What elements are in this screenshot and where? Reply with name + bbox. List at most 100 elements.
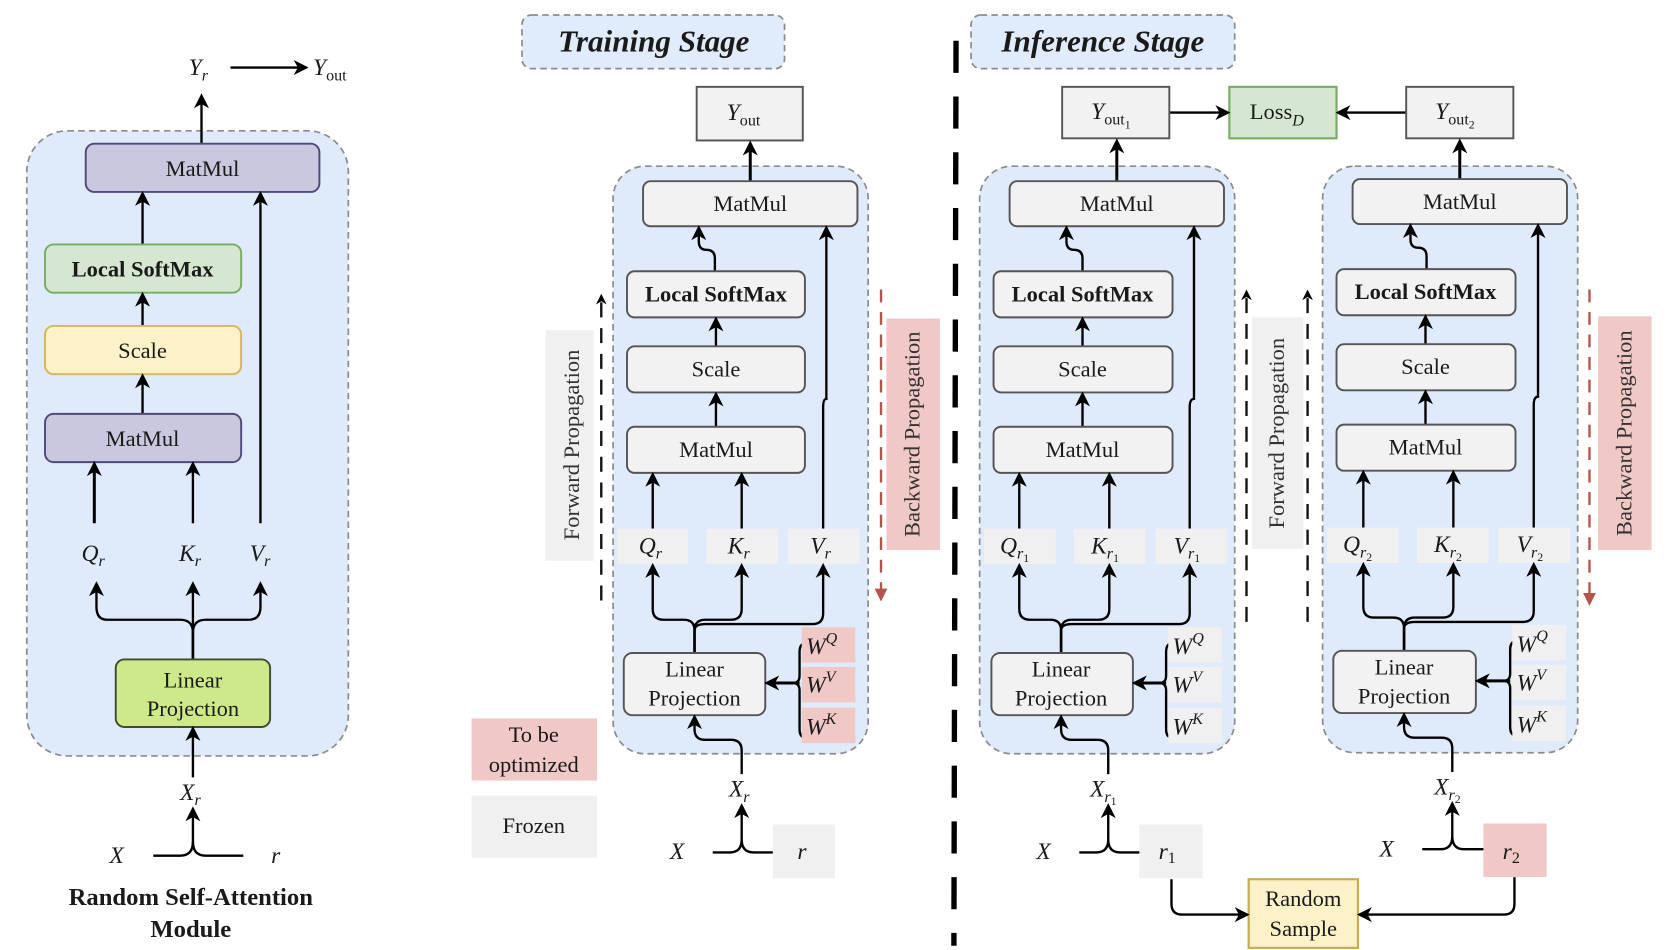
svg-text:Vr1: Vr1 <box>1174 533 1201 565</box>
svg-text:r: r <box>797 839 807 865</box>
svg-text:optimized: optimized <box>489 752 579 777</box>
branch1-wk-chip: WK <box>1168 707 1222 744</box>
svg-text:WV: WV <box>1517 667 1549 697</box>
branch2-x-label: X <box>1378 837 1395 863</box>
svg-text:Qr1: Qr1 <box>1000 533 1029 565</box>
svg-text:Kr1: Kr1 <box>1090 533 1119 565</box>
branch1-matmul-top-node: MatMul <box>1008 180 1225 228</box>
training-x-label: X <box>669 839 686 865</box>
training-stage-title-box <box>521 14 786 70</box>
svg-text:Local SoftMax: Local SoftMax <box>1355 279 1498 304</box>
local-softmax-node: Local SoftMax <box>44 243 243 294</box>
svg-text:Kr: Kr <box>727 533 751 562</box>
training-local-softmax-node: Local SoftMax <box>626 270 806 319</box>
svg-text:MatMul: MatMul <box>1423 189 1497 214</box>
branch1-matmul-bottom-node: MatMul <box>992 425 1174 474</box>
svg-text:Linear: Linear <box>164 667 223 692</box>
svg-text:Frozen: Frozen <box>503 813 565 838</box>
svg-text:LossD: LossD <box>1250 99 1305 129</box>
svg-text:MatMul: MatMul <box>1080 191 1154 216</box>
training-matmul-bottom-node: MatMul <box>626 425 806 474</box>
r-label: r <box>271 843 281 869</box>
svg-text:Projection: Projection <box>1358 683 1450 708</box>
training-fanout-v <box>693 562 831 653</box>
r2-to-sample-arrow <box>1356 877 1516 923</box>
svg-text:Local SoftMax: Local SoftMax <box>1012 281 1155 306</box>
branch2-output-node: Yout2 <box>1405 85 1515 140</box>
branch2-wq-chip: WQ <box>1512 625 1566 661</box>
training-stage: Training Stage Yout MatMul Local SoftMax… <box>471 14 940 879</box>
training-scale-node: Scale <box>626 345 806 394</box>
svg-text:Forward Propagation: Forward Propagation <box>559 350 584 541</box>
branch1-r-chip: r1 <box>1139 824 1203 879</box>
svg-text:Sample: Sample <box>1270 916 1337 941</box>
branch2-matmul-top-node: MatMul <box>1351 178 1568 226</box>
branch1-v-to-matmul <box>1186 225 1202 529</box>
svg-text:MatMul: MatMul <box>679 437 753 462</box>
x-label: X <box>108 843 125 869</box>
svg-text:Vr: Vr <box>810 533 831 562</box>
svg-text:Qr2: Qr2 <box>1343 532 1372 564</box>
yout-label: Yout <box>313 55 347 84</box>
training-xr-to-linear <box>687 714 743 775</box>
branch1-v-chip: Vr1 <box>1155 528 1228 565</box>
training-wq-chip: WQ <box>801 627 856 663</box>
branch1-output-node: Yout1 <box>1061 85 1171 140</box>
svg-text:Yout: Yout <box>727 100 761 129</box>
training-r-chip: r <box>772 824 835 879</box>
svg-text:WK: WK <box>1173 711 1205 741</box>
legend-to-be-optimized: To be optimized <box>471 718 597 781</box>
branch1-local-softmax-node: Local SoftMax <box>992 270 1174 319</box>
svg-text:MatMul: MatMul <box>106 426 180 451</box>
svg-text:Local SoftMax: Local SoftMax <box>645 281 788 306</box>
branch2-matmul-bottom-node: MatMul <box>1335 423 1517 472</box>
branch2-softmax-to-matmul <box>1402 223 1428 270</box>
branch2-q-chip: Qr2 <box>1326 527 1399 564</box>
inference-stage-title: Inference Stage <box>1000 23 1204 58</box>
loss-node: LossD <box>1228 85 1338 140</box>
svg-text:MatMul: MatMul <box>1389 435 1463 460</box>
svg-text:Random: Random <box>1265 886 1342 911</box>
training-stage-title: Training Stage <box>558 23 750 58</box>
svg-text:Scale: Scale <box>1401 354 1450 379</box>
training-matmul-top-node: MatMul <box>642 180 859 228</box>
branch1-xr-label: Xr1 <box>1089 777 1117 809</box>
training-backward-propagation: Backward Propagation <box>874 289 940 602</box>
svg-text:MatMul: MatMul <box>1046 437 1120 462</box>
k-label: Kr <box>178 541 202 570</box>
svg-text:Projection: Projection <box>648 686 740 711</box>
random-self-attention-module: Yr Yout MatMul Local SoftMax Scale MatMu… <box>25 55 350 943</box>
training-xr-label: Xr <box>728 777 750 806</box>
training-softmax-to-matmul-arrow <box>691 225 717 272</box>
svg-text:MatMul: MatMul <box>713 191 787 216</box>
svg-text:WQ: WQ <box>806 630 838 660</box>
inference-branch-2: Yout2 MatMul Local SoftMax Scale <box>1321 85 1579 878</box>
svg-text:Yout2: Yout2 <box>1435 99 1475 132</box>
branch1-x-r-merge <box>1079 839 1141 854</box>
legend-frozen: Frozen <box>471 795 597 858</box>
inference-branch-1: Yout1 MatMul Local SoftMax Scale <box>978 85 1236 879</box>
branch2-v-chip: Vr2 <box>1498 527 1571 564</box>
matmul-bottom-node: MatMul <box>44 412 243 464</box>
branch2-linear-projection-node: Linear Projection <box>1332 649 1477 715</box>
training-forward-propagation: Forward Propagation <box>545 293 607 601</box>
branch2-fanout-v <box>1402 561 1542 651</box>
random-sample-node: Random Sample <box>1247 878 1360 949</box>
branch1-q-chip: Qr1 <box>983 528 1056 565</box>
branch2-v-to-matmul <box>1530 223 1546 529</box>
training-k-chip: Kr <box>706 528 779 564</box>
branch2-scale-node: Scale <box>1335 343 1517 392</box>
svg-text:WV: WV <box>1173 669 1205 699</box>
svg-text:Linear: Linear <box>1032 657 1091 682</box>
scale-node: Scale <box>44 324 243 376</box>
xr-label: Xr <box>179 780 201 809</box>
svg-text:Scale: Scale <box>692 356 741 381</box>
branch1-scale-node: Scale <box>992 345 1174 394</box>
svg-text:Linear: Linear <box>665 657 724 682</box>
svg-text:Projection: Projection <box>147 696 239 721</box>
svg-text:Forward Propagation: Forward Propagation <box>1264 338 1289 529</box>
training-v-to-matmul-arrow <box>818 225 834 529</box>
yr-label: Yr <box>189 55 209 84</box>
r1-to-sample-arrow <box>1170 879 1250 923</box>
